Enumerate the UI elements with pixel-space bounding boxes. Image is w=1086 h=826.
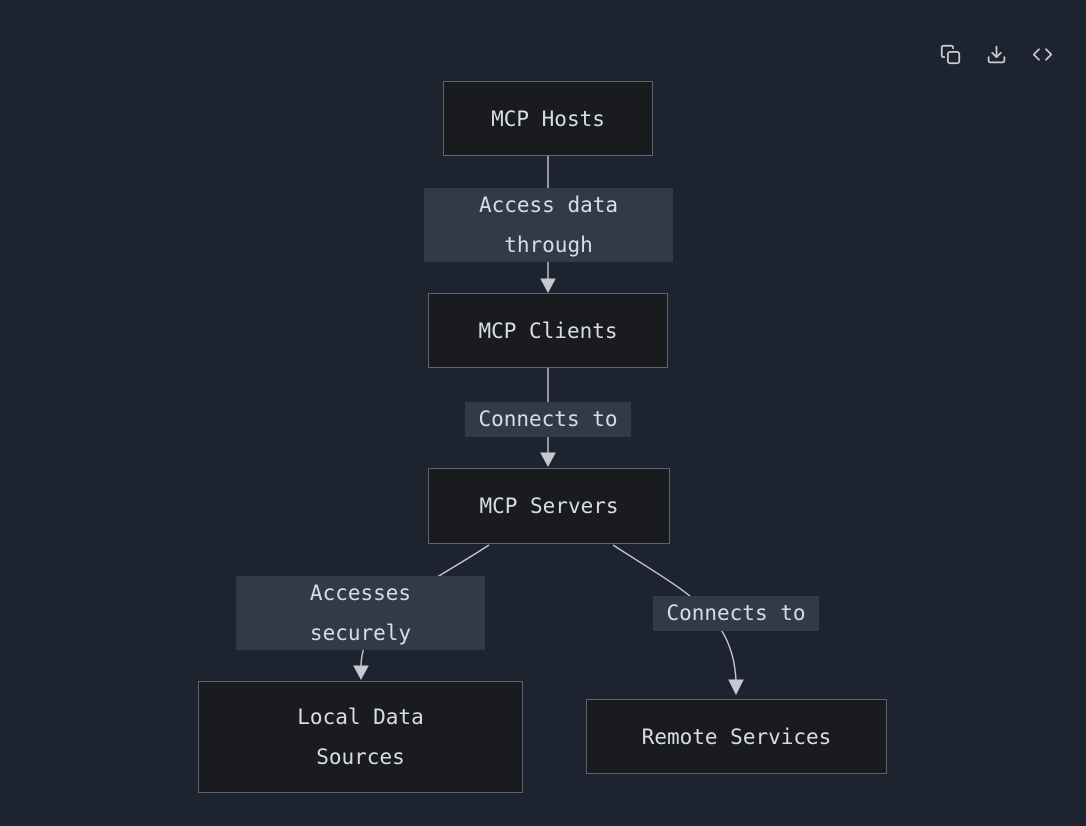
edge-label-connects-to-1: Connects to	[465, 402, 631, 437]
node-remote-services: Remote Services	[586, 699, 887, 774]
code-button[interactable]	[1031, 43, 1053, 65]
node-label: MCP Clients	[478, 318, 618, 343]
node-label: Local Data	[297, 705, 424, 729]
copy-button[interactable]	[939, 43, 961, 65]
copy-icon	[940, 44, 960, 64]
edge-label-line: securely	[309, 621, 412, 645]
code-icon	[1032, 47, 1052, 61]
node-label: MCP Servers	[479, 494, 619, 518]
node-mcp-servers: MCP Servers	[428, 468, 670, 544]
edge-label-line: Connects to	[666, 601, 806, 625]
download-icon	[987, 45, 1005, 63]
node-label: Remote Services	[641, 724, 832, 749]
edge-label-line: Access data	[478, 193, 619, 217]
node-mcp-clients: MCP Clients	[428, 293, 668, 368]
edge-label-line: through	[504, 233, 593, 257]
edge-label-accesses-securely: Accesses securely	[236, 576, 485, 650]
edge-label-connects-to-2: Connects to	[653, 596, 819, 631]
node-mcp-hosts: MCP Hosts	[443, 81, 653, 156]
edge-label-line: Connects to	[478, 407, 618, 431]
node-local-data-sources: Local Data Sources	[198, 681, 523, 793]
edge-label-line: Accesses	[309, 581, 412, 605]
node-label: MCP Hosts	[491, 106, 605, 131]
download-button[interactable]	[985, 43, 1007, 65]
node-label: Sources	[316, 745, 405, 769]
diagram-toolbar	[939, 43, 1053, 65]
edge-label-access-data-through: Access data through	[424, 188, 673, 262]
